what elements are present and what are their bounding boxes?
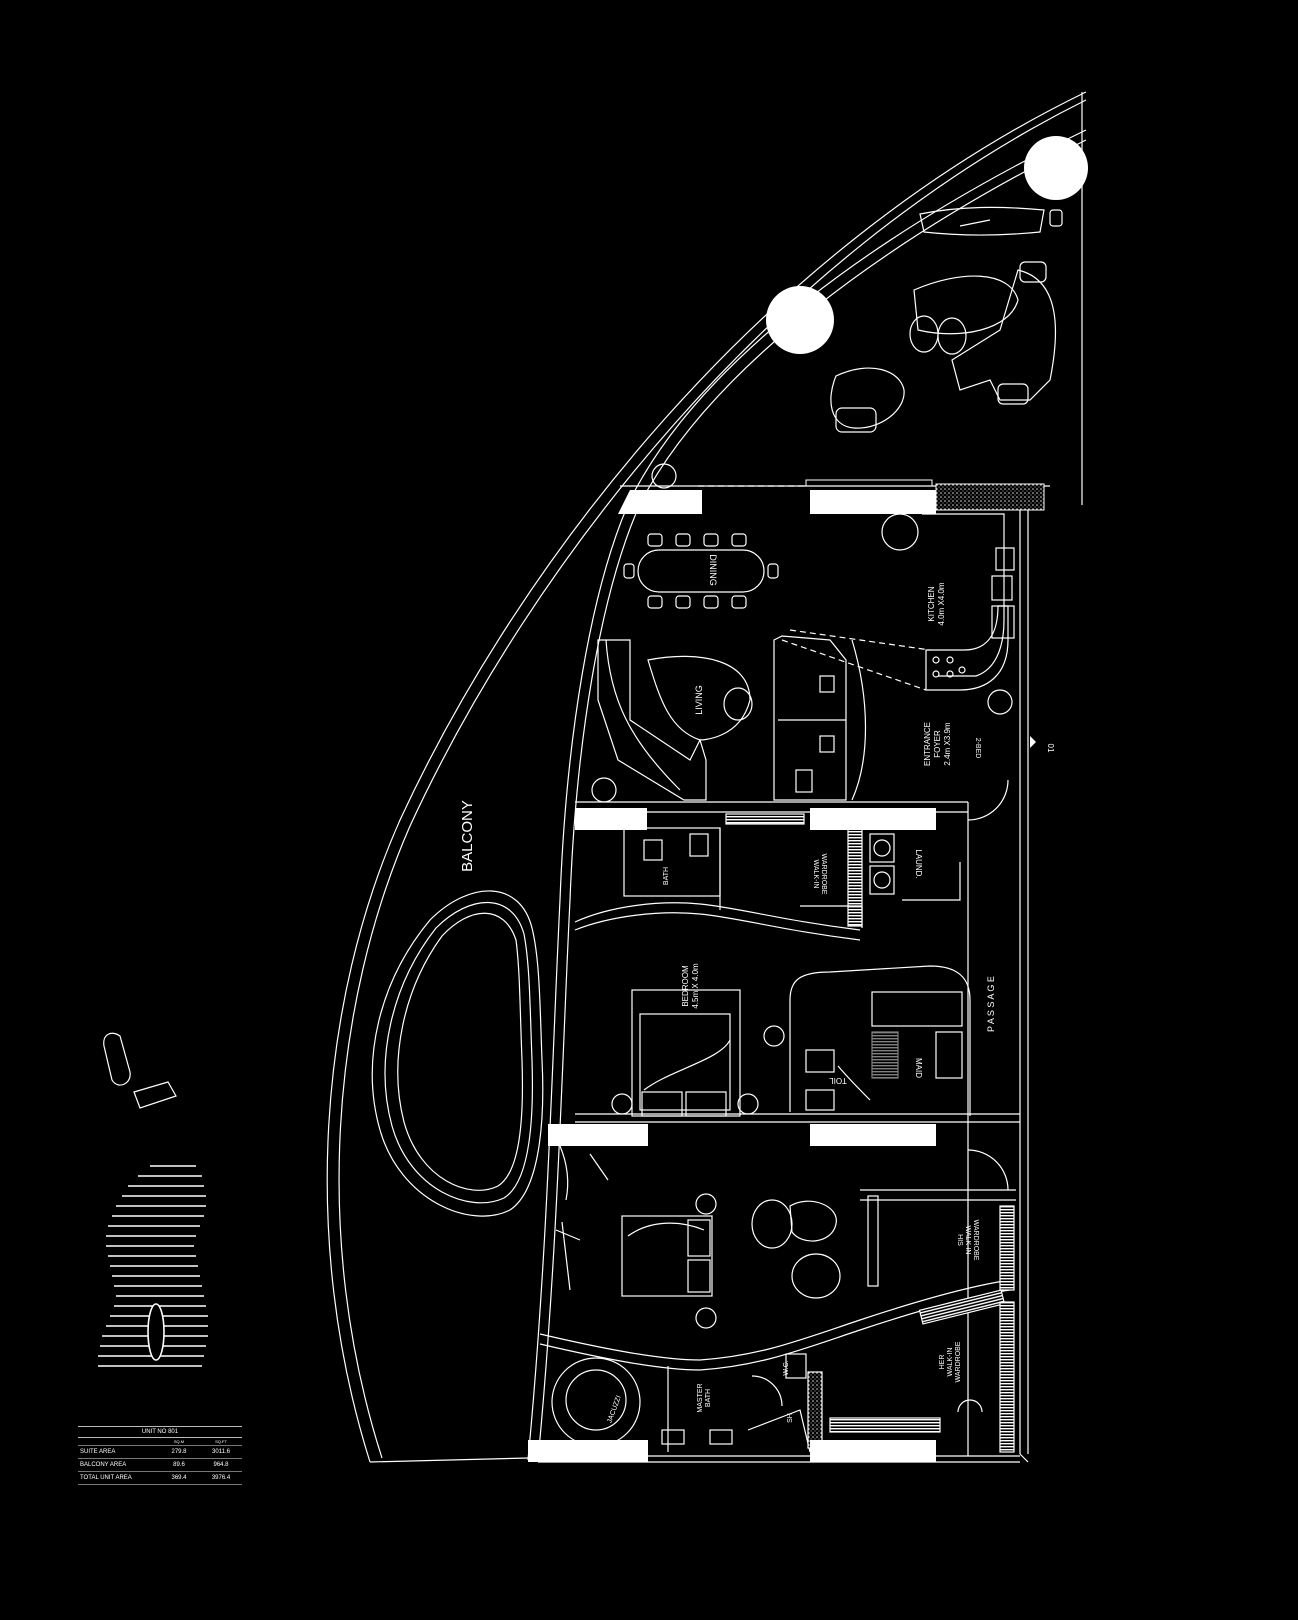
balcony-inner-edge	[527, 129, 1087, 1461]
label-master-bath-2: BATH	[705, 1389, 712, 1407]
label-toil: TOIL	[829, 1076, 847, 1085]
table-row: SUITE AREA 279.8 3011.6	[78, 1445, 242, 1459]
label-maid: MAID	[914, 1058, 923, 1078]
entry-marker-icon	[1030, 736, 1036, 748]
label-laund: LAUND.	[914, 849, 923, 878]
label-jacuzzi: JACUZZI	[606, 1395, 622, 1424]
label-his-2: WALK-IN	[964, 1226, 971, 1255]
label-unit-tag: 2-BED	[974, 738, 981, 759]
label-her-2: WALK-IN	[947, 1348, 954, 1377]
label-walkin-2: WARDROBE	[820, 854, 827, 895]
label-his-3: WARDROBE	[972, 1220, 979, 1261]
label-walkin-1: WALK-IN	[812, 860, 819, 889]
label-his-1: HIS	[956, 1234, 963, 1246]
unit-sqm: SQ.M	[158, 1437, 200, 1446]
label-her-1: HER	[939, 1355, 946, 1370]
jacuzzi-tub	[551, 1357, 641, 1447]
label-entrance: ENTRANCE	[923, 722, 932, 766]
label-her-3: WARDROBE	[955, 1341, 962, 1382]
label-balcony: BALCONY	[459, 800, 476, 872]
table-row: BALCONY AREA 89.6 964.8	[78, 1458, 242, 1472]
label-bath: BATH	[663, 867, 670, 885]
balcony-outer-edge	[326, 91, 1087, 1463]
label-foyer-dim: 2.4m X3.9m	[943, 722, 952, 765]
area-table: UNIT NO 801 SQ.M SQ.FT SUITE AREA 279.8 …	[78, 1426, 242, 1485]
kitchen-island	[925, 605, 1009, 691]
label-door-no: 01	[1046, 744, 1055, 753]
unit-sqft: SQ.FT	[200, 1437, 242, 1446]
label-kitchen: KITCHEN	[927, 586, 936, 621]
area-table-title: UNIT NO 801	[78, 1426, 242, 1438]
balcony-inner-edge-2	[537, 139, 1087, 1461]
label-dining: DINING	[708, 554, 718, 586]
building-stack-icon	[98, 1165, 208, 1367]
table-row: TOTAL UNIT AREA 369.4 3976.4	[78, 1471, 242, 1485]
label-living: LIVING	[694, 685, 704, 715]
balcony-outer-edge-2	[338, 99, 1087, 1459]
label-wc: W.C.	[783, 1360, 790, 1375]
pool-ring	[371, 890, 544, 1217]
label-foyer: FOYER	[933, 730, 942, 758]
label-passage: P A S S A G E	[986, 976, 996, 1032]
label-sh: SH	[787, 1413, 794, 1423]
label-master-bath-1: MASTER	[697, 1383, 704, 1412]
label-bedroom-dim: 4.5m X 4.0m	[691, 963, 700, 1009]
label-kitchen-dim: 4.0m X4.0m	[937, 582, 946, 625]
label-bedroom: BEDROOM	[681, 965, 690, 1007]
